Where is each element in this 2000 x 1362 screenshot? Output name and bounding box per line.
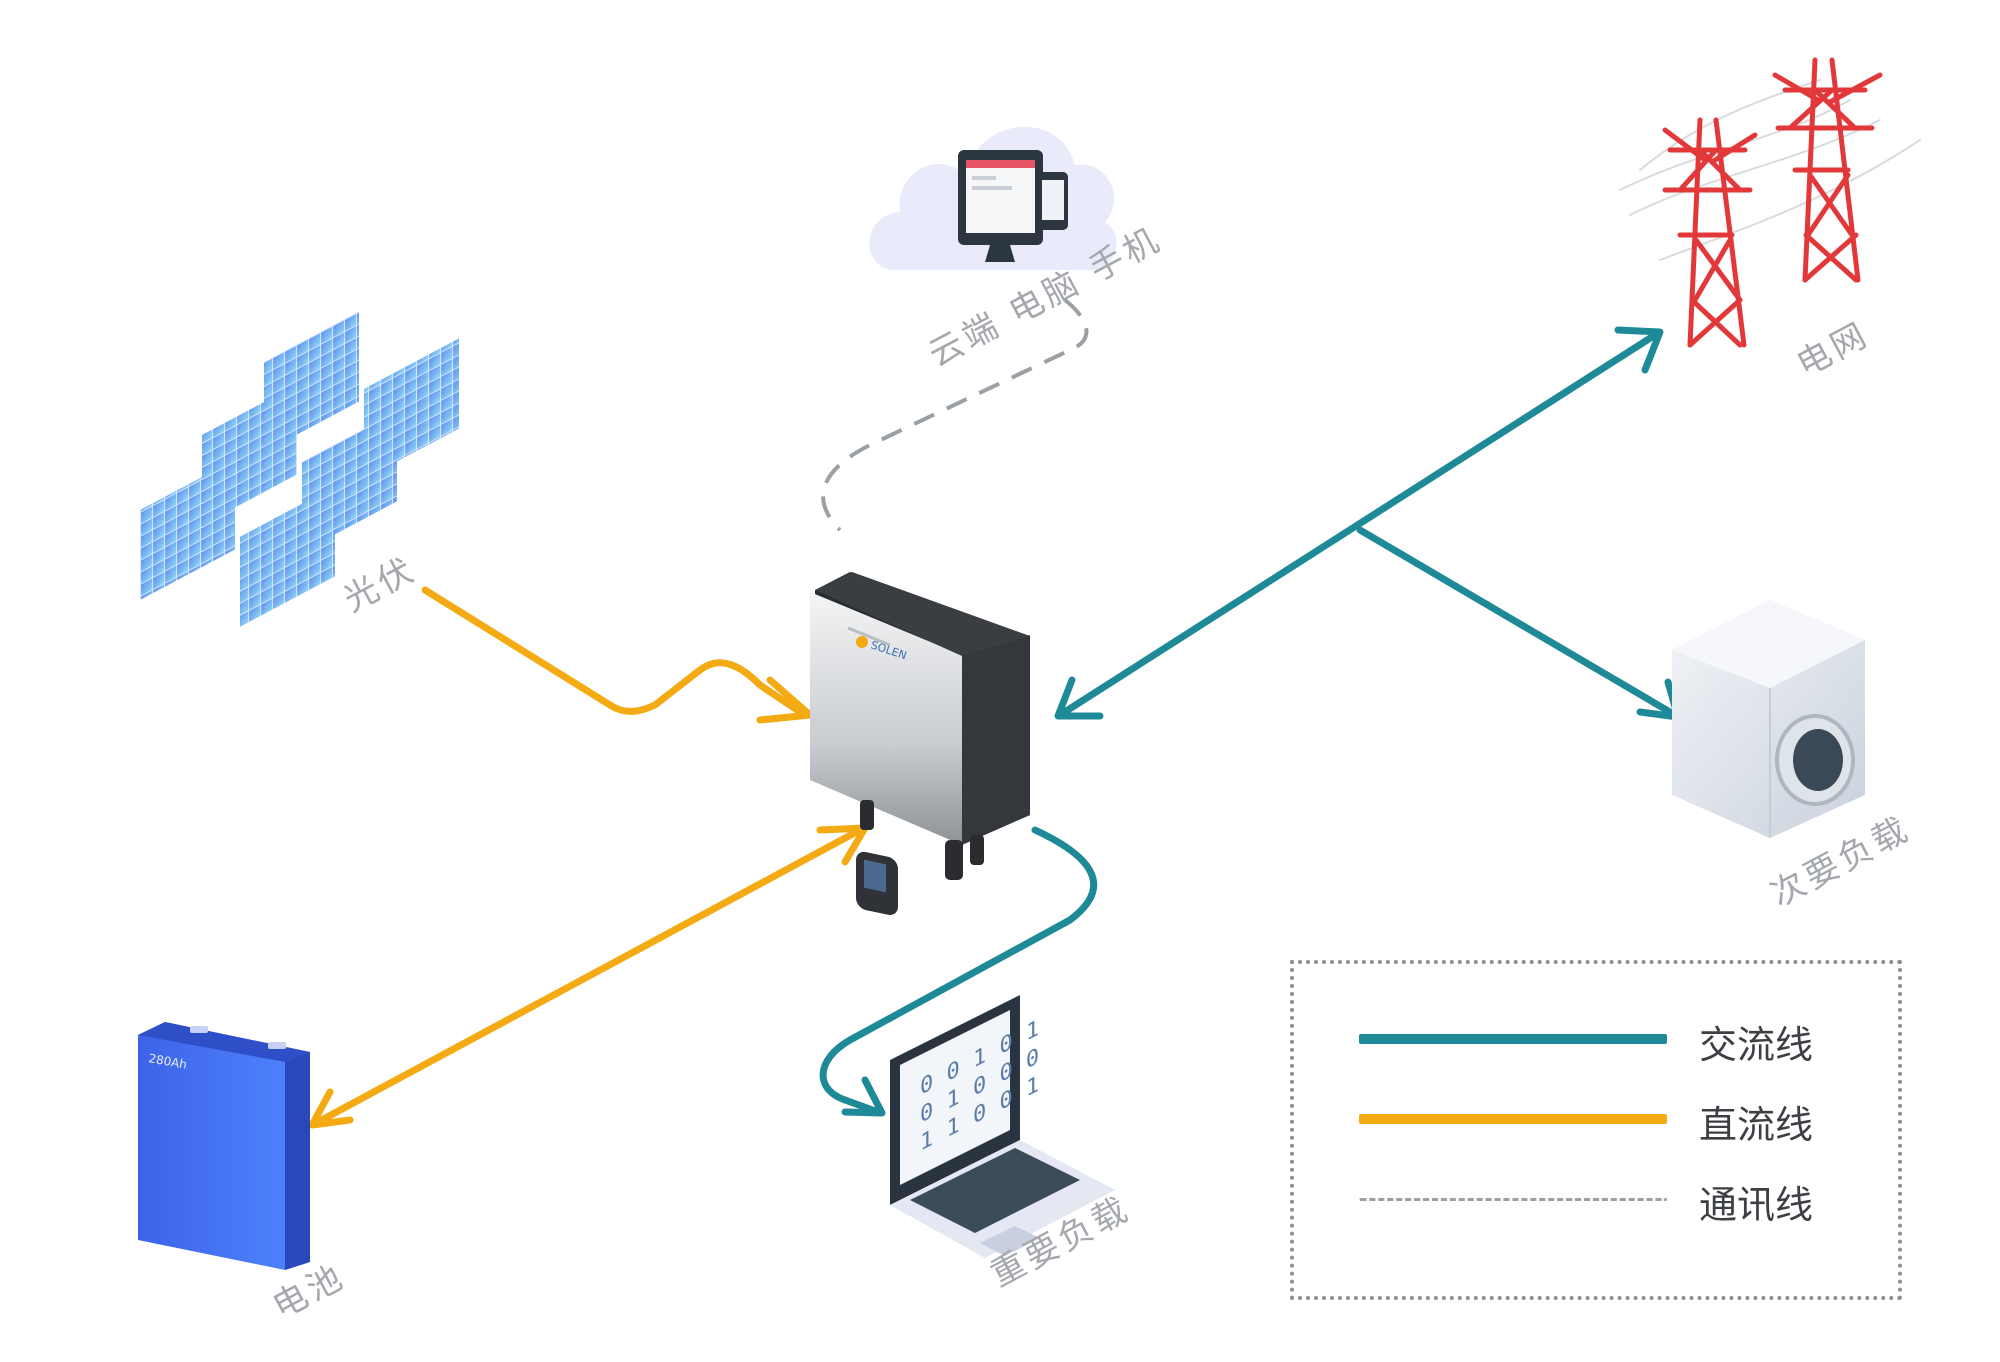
dc-line-battery	[314, 826, 864, 1126]
battery-capacity: 280Ah	[147, 1051, 188, 1072]
inverter-icon: SOLEN	[810, 572, 1030, 915]
legend: 交流线 直流线 通讯线	[1290, 960, 1902, 1300]
legend-label-comm: 通讯线	[1699, 1183, 1814, 1227]
legend-label-ac: 交流线	[1699, 1023, 1814, 1067]
legend-swatch-dc	[1359, 1114, 1667, 1124]
legend-item-ac: 交流线	[1294, 1008, 1898, 1068]
ac-arrowhead-important	[841, 1076, 886, 1117]
dc-arrowhead-battery	[308, 1088, 354, 1129]
washing-machine-icon	[1672, 600, 1865, 838]
legend-item-comm: 通讯线	[1294, 1168, 1898, 1228]
ac-arrowhead-inverter	[1054, 676, 1104, 720]
dc-line-pv	[421, 586, 804, 716]
ac-arrowhead-grid	[1614, 326, 1664, 374]
ac-line-grid	[1056, 331, 1659, 719]
solar-panel-icon	[140, 311, 459, 627]
legend-swatch-comm	[1359, 1198, 1667, 1201]
ac-line-important	[819, 826, 1098, 1116]
legend-swatch-ac	[1359, 1034, 1667, 1044]
legend-item-dc: 直流线	[1294, 1088, 1898, 1148]
power-tower-icon	[1619, 57, 1921, 348]
comm-line	[821, 298, 1089, 532]
laptop-icon: 0 0 1 0 1 0 1 0 0 0 1 1 0 0 1	[890, 995, 1115, 1258]
legend-label-dc: 直流线	[1699, 1103, 1814, 1147]
ac-line-secondary	[1356, 526, 1679, 719]
cloud-computer-phone-icon	[869, 126, 1117, 271]
battery-icon: 280Ah	[138, 1022, 310, 1270]
